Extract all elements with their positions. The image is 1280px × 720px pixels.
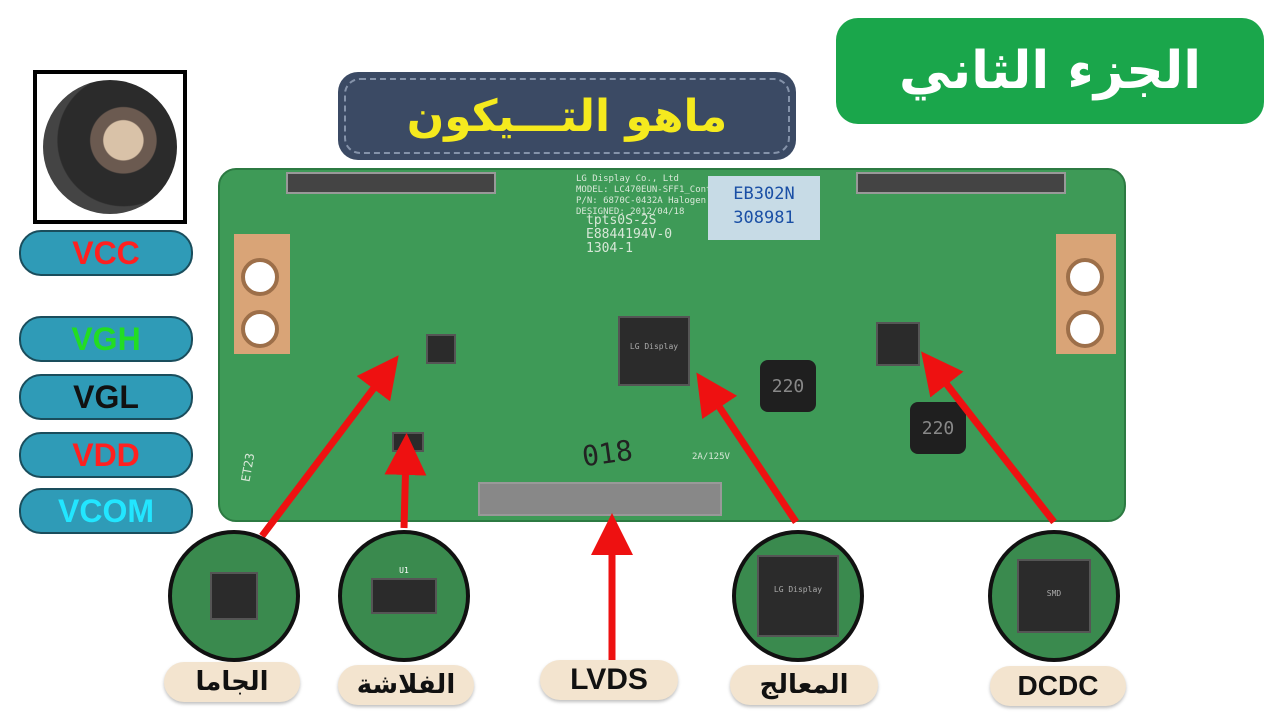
dcdc-zoom: SMD (988, 530, 1120, 662)
ul-text: tpts0S-2S (586, 213, 657, 228)
processor-label: المعالج (730, 665, 878, 705)
vgl-label: VGL (73, 378, 139, 415)
vdd-pill: VDD (19, 432, 193, 478)
panel-connector-right (856, 172, 1066, 194)
mount-hole (241, 258, 279, 296)
processor-zoom: LG Display (732, 530, 864, 662)
vgh-pill: VGH (19, 316, 193, 362)
flash-chip (392, 432, 424, 452)
flash-zoom: U1 (338, 530, 470, 662)
tcon-board-image: LG Display Co., Ltd MODEL: LC470EUN-SFF1… (218, 168, 1126, 522)
vcom-label: VCOM (58, 492, 154, 529)
mount-hole (241, 310, 279, 348)
dcdc-chip-zoom: SMD (1017, 559, 1091, 633)
gamma-chip-zoom (210, 572, 258, 620)
designed-text: DESIGNED: 2012/04/18 (576, 207, 685, 217)
lvds-connector (478, 482, 722, 516)
processor-chip-zoom: LG Display (757, 555, 839, 637)
vdd-label: VDD (72, 436, 140, 473)
maker-text: LG Display Co., Ltd (576, 174, 679, 184)
pn-text: P/N: 6870C-0432A Halogen Free (576, 196, 734, 206)
flash-label: الفلاشة (338, 665, 474, 705)
date-code: 1304-1 (586, 241, 633, 256)
presenter-photo (33, 70, 187, 224)
dcdc-chip (876, 322, 920, 366)
flash-chip-zoom: U1 (371, 566, 437, 614)
mount-hole (1066, 258, 1104, 296)
vgh-label: VGH (71, 320, 141, 357)
model-text: MODEL: LC470EUN-SFF1_Control_Ver 1.0 (576, 185, 772, 195)
vcc-label: VCC (72, 234, 140, 271)
flash-chip-label: U1 (399, 566, 409, 575)
vcom-pill: VCOM (19, 488, 193, 534)
code-text: E8844194V-0 (586, 227, 673, 242)
dcdc-chip-text: SMD (1046, 589, 1062, 598)
corner-text: ET23 (238, 451, 258, 483)
gamma-chip (426, 334, 456, 364)
inductor: 220 (910, 402, 966, 454)
vgl-pill: VGL (19, 374, 193, 420)
lvds-label: LVDS (540, 660, 678, 700)
processor-chip: LG Display (618, 316, 690, 386)
avatar (43, 80, 177, 214)
processor-zoom-text: LG Display (773, 585, 823, 594)
inductor: 220 (760, 360, 816, 412)
dcdc-label: DCDC (990, 666, 1126, 706)
gamma-label: الجاما (164, 662, 300, 702)
panel-connector-left (286, 172, 496, 194)
ul-mark: tpts0S-2S E8844194V-0 1304-1 (586, 214, 672, 256)
processor-chip-text: LG Display (629, 342, 679, 351)
mount-hole (1066, 310, 1104, 348)
handwritten-number: 018 (579, 433, 635, 474)
sticker-line1: EB302N (733, 184, 795, 204)
part-two-title: الجزء الثاني (836, 18, 1264, 124)
sticker-line2: 308981 (733, 208, 795, 228)
fuse-text: 2A/125V (692, 452, 730, 462)
vcc-pill: VCC (19, 230, 193, 276)
what-is-tcon-title: ماهو التـــيكون (338, 72, 796, 160)
gamma-zoom (168, 530, 300, 662)
serial-sticker: EB302N 308981 (708, 176, 820, 240)
board-silkscreen: LG Display Co., Ltd MODEL: LC470EUN-SFF1… (576, 174, 771, 218)
